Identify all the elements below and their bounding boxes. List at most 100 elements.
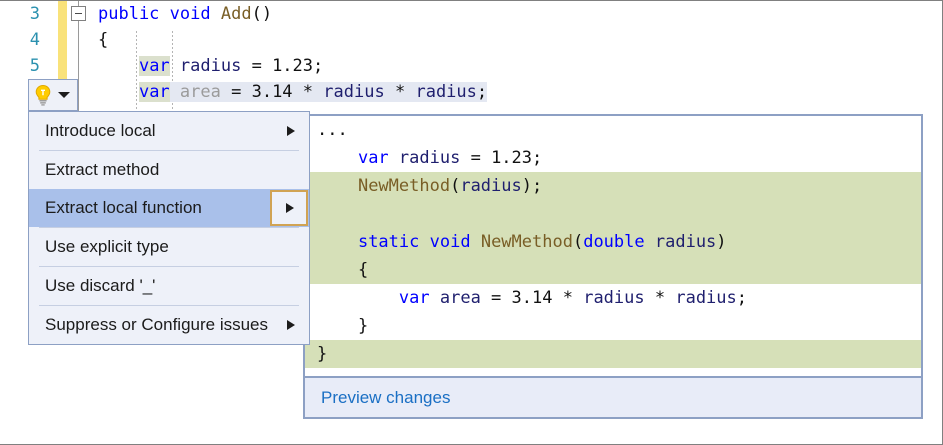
- code-token: [292, 82, 303, 102]
- menu-item-suppress-or-configure-issues[interactable]: Suppress or Configure issues: [29, 306, 309, 344]
- code-token: radius: [460, 176, 522, 196]
- code-token: radius: [179, 56, 242, 76]
- code-token: 1.23: [491, 148, 533, 168]
- submenu-expand-button[interactable]: [270, 190, 308, 226]
- preview-line-context: var area = 3.14 * radius * radius;: [305, 284, 921, 312]
- code-token: double: [583, 232, 645, 252]
- code-token: var: [138, 56, 170, 76]
- code-token: area: [179, 82, 221, 102]
- code-token: (): [251, 4, 273, 24]
- code-token: [317, 260, 358, 280]
- menu-item-label: Introduce local: [45, 121, 156, 140]
- code-token: =: [460, 148, 492, 168]
- menu-item-introduce-local[interactable]: Introduce local: [29, 112, 309, 150]
- code-token: [317, 232, 358, 252]
- code-token: *: [644, 288, 676, 308]
- line-number: 4: [29, 30, 40, 50]
- menu-item-use-discard[interactable]: Use discard '_': [29, 267, 309, 305]
- line-code: {: [98, 27, 108, 53]
- menu-item-use-explicit-type[interactable]: Use explicit type: [29, 228, 309, 266]
- code-token: (: [572, 232, 584, 252]
- code-token: =: [480, 288, 512, 308]
- code-token: [159, 4, 169, 24]
- line-code: var radius = 1.23;: [98, 53, 323, 79]
- code-token: var: [138, 82, 170, 102]
- code-token: radius: [675, 288, 737, 308]
- chevron-right-icon: [286, 203, 294, 213]
- quick-actions-lightbulb-button[interactable]: [28, 79, 78, 111]
- preview-footer: Preview changes: [305, 376, 921, 417]
- code-token: static: [357, 232, 420, 252]
- code-token: [471, 232, 481, 252]
- menu-separator: [39, 305, 299, 306]
- code-token: [170, 56, 180, 76]
- code-line[interactable]: 3 public void Add(): [0, 1, 942, 27]
- chevron-right-icon: [287, 320, 295, 330]
- code-token: radius: [654, 232, 717, 252]
- indent-guide: [172, 31, 173, 113]
- line-code: var area = 3.14 * radius * radius;: [98, 79, 488, 105]
- menu-item-extract-method[interactable]: Extract method: [29, 151, 309, 189]
- code-token: [317, 148, 358, 168]
- code-token: void: [429, 232, 471, 252]
- preview-line-added: NewMethod(radius);: [305, 172, 921, 200]
- code-token: *: [302, 82, 314, 102]
- code-token: {: [98, 30, 109, 50]
- code-token: [98, 82, 139, 102]
- code-token: *: [394, 82, 406, 102]
- code-token: public: [98, 4, 160, 24]
- code-token: [317, 288, 399, 308]
- code-token: [317, 316, 358, 336]
- code-token: radius: [415, 82, 477, 102]
- line-code: public void Add(): [98, 1, 272, 27]
- menu-separator: [39, 266, 299, 267]
- code-token: [389, 148, 399, 168]
- chevron-down-icon[interactable]: [58, 92, 70, 98]
- code-token: (: [450, 176, 461, 196]
- code-token: radius: [398, 148, 461, 168]
- code-token: ;: [736, 288, 748, 308]
- preview-line-added: [305, 200, 921, 228]
- code-token: ;: [476, 82, 488, 102]
- menu-item-label: Use discard '_': [45, 276, 156, 295]
- code-token: ): [716, 232, 727, 252]
- code-token: ...: [317, 372, 348, 378]
- menu-separator: [39, 227, 299, 228]
- preview-line-context: ...: [305, 116, 921, 144]
- code-token: [211, 4, 221, 24]
- indent-guide: [136, 31, 137, 113]
- menu-item-extract-local-function[interactable]: Extract local function: [29, 189, 309, 227]
- code-line[interactable]: 5 var radius = 1.23;: [0, 53, 942, 79]
- code-token: NewMethod: [357, 176, 451, 196]
- code-token: [419, 232, 429, 252]
- menu-item-label: Use explicit type: [45, 237, 169, 256]
- code-token: [317, 176, 358, 196]
- line-number: 5: [29, 56, 40, 76]
- line-number: 3: [29, 4, 40, 24]
- code-line[interactable]: 4{: [0, 27, 942, 53]
- gutter-separator-line: [78, 1, 79, 113]
- code-token: 3.14: [251, 82, 293, 102]
- code-token: [169, 82, 180, 102]
- code-token: );: [521, 176, 543, 196]
- preview-changes-link[interactable]: Preview changes: [321, 387, 451, 407]
- code-token: }: [317, 344, 328, 364]
- menu-item-label: Extract local function: [45, 198, 202, 217]
- collapse-outlining-toggle[interactable]: [71, 6, 86, 21]
- code-token: var: [357, 148, 389, 168]
- preview-line-context: var radius = 1.23;: [305, 144, 921, 172]
- code-token: ;: [313, 56, 324, 76]
- code-token: *: [552, 288, 584, 308]
- change-bar: [58, 1, 67, 97]
- code-token: [645, 232, 655, 252]
- code-token: ;: [532, 148, 543, 168]
- preview-line-added: static void NewMethod(double radius): [305, 228, 921, 256]
- code-token: void: [169, 4, 211, 24]
- code-line[interactable]: 6 var area = 3.14 * radius * radius;: [0, 79, 942, 105]
- menu-item-label: Extract method: [45, 160, 160, 179]
- code-token: 1.23: [272, 56, 314, 76]
- code-token: 3.14: [511, 288, 553, 308]
- code-token: [313, 82, 324, 102]
- preview-line-context: ...: [305, 368, 921, 378]
